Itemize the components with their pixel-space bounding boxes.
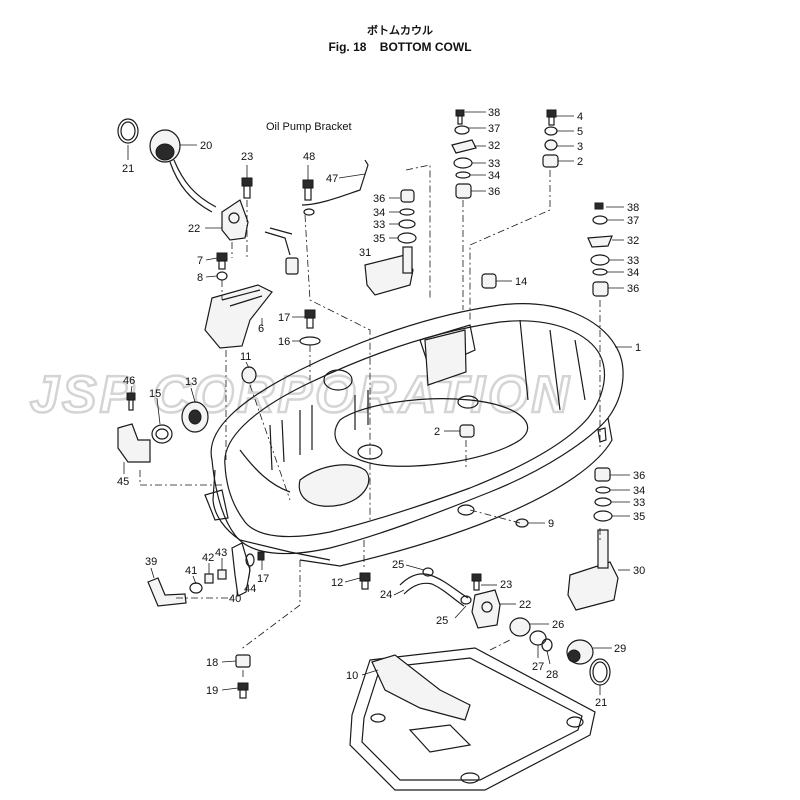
callout-34-top: 34 — [488, 170, 500, 182]
callout-5: 5 — [577, 126, 583, 138]
handle-39 — [147, 577, 187, 607]
callout-22-lower: 22 — [519, 599, 531, 611]
callout-32-right: 32 — [627, 235, 639, 247]
callout-36-top: 36 — [488, 186, 500, 198]
leader-lines — [123, 111, 632, 695]
callout-38-right: 38 — [627, 202, 639, 214]
callout-30: 30 — [633, 565, 645, 577]
callout-4: 4 — [577, 111, 583, 123]
callout-29: 29 — [614, 643, 626, 655]
cap-assembly — [117, 118, 217, 213]
callout-15: 15 — [149, 388, 161, 400]
callout-36-mid: 36 — [373, 193, 385, 205]
callout-21-top: 21 — [122, 163, 134, 175]
callout-18: 18 — [206, 657, 218, 669]
callout-9: 9 — [548, 518, 554, 530]
callout-25-upper: 25 — [392, 559, 404, 571]
callout-24: 24 — [380, 589, 392, 601]
callout-42: 42 — [202, 552, 214, 564]
callout-34-mid: 34 — [373, 207, 385, 219]
callout-28: 28 — [546, 669, 558, 681]
callout-47: 47 — [326, 173, 338, 185]
callout-8: 8 — [197, 272, 203, 284]
clip-45 — [117, 423, 151, 463]
bolt-23 — [241, 177, 253, 199]
bracket-6 — [204, 284, 273, 349]
callout-38-top: 38 — [488, 107, 500, 119]
bracket-upper — [221, 199, 249, 241]
callout-11: 11 — [240, 351, 251, 363]
callout-23-top: 23 — [241, 151, 253, 163]
callout-23-lower: 23 — [500, 579, 512, 591]
callout-7: 7 — [197, 255, 203, 267]
callout-40: 40 — [229, 593, 241, 605]
callout-25-lower: 25 — [436, 615, 448, 627]
callout-1: 1 — [635, 342, 641, 354]
callout-10: 10 — [346, 670, 358, 682]
callout-27: 27 — [532, 661, 544, 673]
callout-17-lower: 17 — [257, 573, 269, 585]
callout-36-right: 36 — [627, 283, 639, 295]
callout-21-lower: 21 — [595, 697, 607, 709]
lever-30 — [567, 561, 619, 611]
hose-24 — [399, 573, 469, 599]
callout-17-mid: 17 — [278, 312, 290, 324]
callout-33-top: 33 — [488, 158, 500, 170]
callout-16: 16 — [278, 336, 290, 348]
assembly-lines — [139, 164, 601, 680]
callout-35-lower: 35 — [633, 511, 645, 523]
bottom-cowl-body — [204, 303, 624, 567]
title-japanese: ボトムカウル — [367, 23, 433, 37]
callout-14: 14 — [515, 276, 527, 288]
bottom-pan — [349, 647, 596, 791]
callout-2-center: 2 — [434, 426, 440, 438]
callout-32-top: 32 — [488, 140, 500, 152]
callout-41: 41 — [185, 565, 197, 577]
callout-13: 13 — [185, 376, 197, 388]
callout-33-mid: 33 — [373, 219, 385, 231]
callout-26: 26 — [552, 619, 564, 631]
callout-37-right: 37 — [627, 215, 639, 227]
title-english: Fig. 18 BOTTOM COWL — [328, 40, 471, 54]
watermark: JSP CORPORATION — [30, 366, 572, 424]
callout-33-right: 33 — [627, 255, 639, 267]
bracket-lower — [471, 589, 501, 629]
callout-34-lower: 34 — [633, 485, 645, 497]
callout-22-top: 22 — [188, 223, 200, 235]
callout-31: 31 — [359, 247, 371, 259]
callout-33-lower: 33 — [633, 497, 645, 509]
callout-44: 44 — [244, 583, 256, 595]
callout-48: 48 — [303, 151, 315, 163]
callout-2-top: 2 — [577, 156, 583, 168]
callout-6: 6 — [258, 323, 264, 335]
callout-36-lower: 36 — [633, 470, 645, 482]
callout-39: 39 — [145, 556, 157, 568]
callout-12: 12 — [331, 577, 343, 589]
callout-3: 3 — [577, 141, 583, 153]
callout-34-right: 34 — [627, 267, 639, 279]
oil-pump-bracket-label: Oil Pump Bracket — [266, 121, 352, 133]
callout-46: 46 — [123, 375, 135, 387]
callout-35-mid: 35 — [373, 233, 385, 245]
callout-numbers: 38 37 32 33 34 36 4 5 3 2 20 21 23 48 47… — [117, 107, 645, 709]
callout-20: 20 — [200, 140, 212, 152]
callout-19: 19 — [206, 685, 218, 697]
callout-37-top: 37 — [488, 123, 500, 135]
callout-45: 45 — [117, 476, 129, 488]
callout-43: 43 — [215, 547, 227, 559]
